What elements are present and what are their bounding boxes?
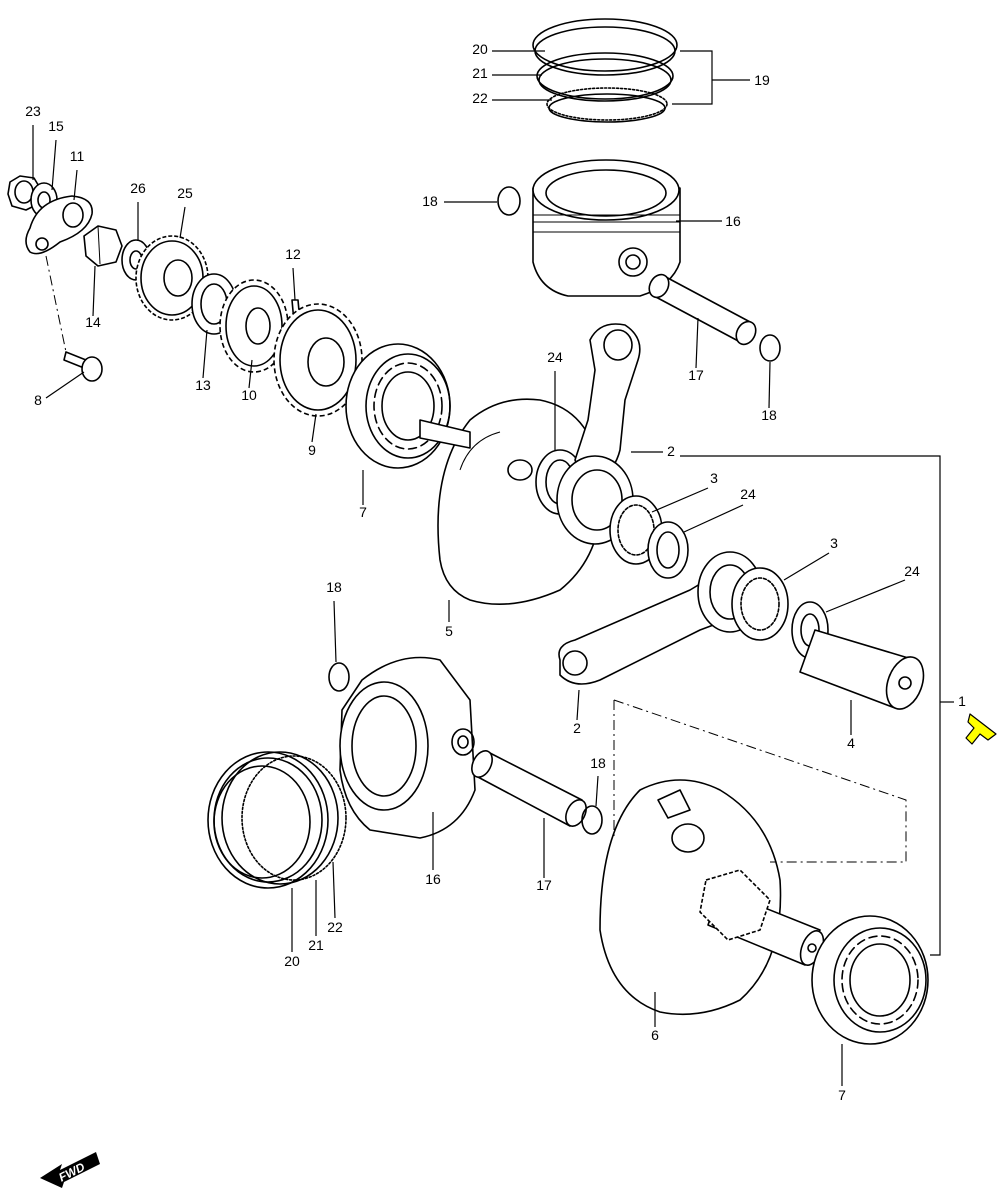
callout-c1: 1 xyxy=(958,693,966,709)
callout-c2b: 2 xyxy=(573,720,581,736)
callout-c18a: 18 xyxy=(422,193,438,209)
callout-c5: 5 xyxy=(445,623,453,639)
callout-c10: 10 xyxy=(241,387,257,403)
callout-c19: 19 xyxy=(754,72,770,88)
callout-c22a: 22 xyxy=(472,90,488,106)
callout-c3b: 3 xyxy=(830,535,838,551)
callout-c24b: 24 xyxy=(740,486,756,502)
callout-c3a: 3 xyxy=(710,470,718,486)
callout-c24a: 24 xyxy=(547,349,563,365)
callout-c12: 12 xyxy=(285,246,301,262)
callout-c13: 13 xyxy=(195,377,211,393)
callout-c16b: 16 xyxy=(425,871,441,887)
callout-c9: 9 xyxy=(308,442,316,458)
callout-c17b: 17 xyxy=(536,877,552,893)
callout-c26: 26 xyxy=(130,180,146,196)
circlip-18-top-left xyxy=(497,186,521,216)
piston-pin-top xyxy=(648,273,757,346)
callout-c15: 15 xyxy=(48,118,64,134)
callout-c24c: 24 xyxy=(904,563,920,579)
callout-c6: 6 xyxy=(651,1027,659,1043)
callout-c18b: 18 xyxy=(761,407,777,423)
callout-c7a: 7 xyxy=(359,504,367,520)
screw-axis-line xyxy=(45,255,67,353)
callout-c22b: 22 xyxy=(327,919,343,935)
piston-ring-set-bottom xyxy=(207,751,347,889)
bearing-7-left xyxy=(345,343,451,469)
callout-c23: 23 xyxy=(25,103,41,119)
yellow-arrow-icon xyxy=(965,713,997,745)
callout-c11: 11 xyxy=(70,148,85,164)
crank-pin-assembly-line xyxy=(613,699,907,863)
lock-plate-11 xyxy=(25,195,93,255)
callout-c14: 14 xyxy=(85,314,101,330)
circlip-18-bottom-right xyxy=(581,805,603,835)
callout-c7b: 7 xyxy=(838,1087,846,1103)
callout-c17a: 17 xyxy=(688,367,704,383)
callout-c21b: 21 xyxy=(308,937,324,953)
piston-bottom xyxy=(339,656,476,839)
gear-9 xyxy=(273,303,363,417)
piston-pin-bottom xyxy=(471,750,587,827)
nut-14 xyxy=(83,225,123,267)
callout-c20a: 20 xyxy=(472,41,488,57)
piston-top xyxy=(532,159,681,297)
fwd-arrow-icon: FWD xyxy=(40,1152,100,1188)
callout-c8: 8 xyxy=(34,392,42,408)
washer-24-middle xyxy=(647,521,689,579)
circlip-18-top-right xyxy=(759,334,781,362)
callout-c18c: 18 xyxy=(326,579,342,595)
callout-c4: 4 xyxy=(847,735,855,751)
circlip-18-bottom-left xyxy=(328,662,350,692)
bearing-7-right xyxy=(811,915,929,1045)
callout-c2a: 2 xyxy=(667,443,675,459)
flywheel-6 xyxy=(599,779,825,1016)
needle-bearing-3-lower xyxy=(731,567,789,641)
piston-ring-set-top xyxy=(532,18,678,123)
leader-lines xyxy=(32,50,954,1086)
callout-c20b: 20 xyxy=(284,953,300,969)
callout-c21a: 21 xyxy=(472,65,488,81)
callout-c16a: 16 xyxy=(725,213,741,229)
callout-c18d: 18 xyxy=(590,755,606,771)
callout-c25: 25 xyxy=(177,185,193,201)
crank-pin-4 xyxy=(799,629,925,710)
screw-8 xyxy=(63,351,103,382)
